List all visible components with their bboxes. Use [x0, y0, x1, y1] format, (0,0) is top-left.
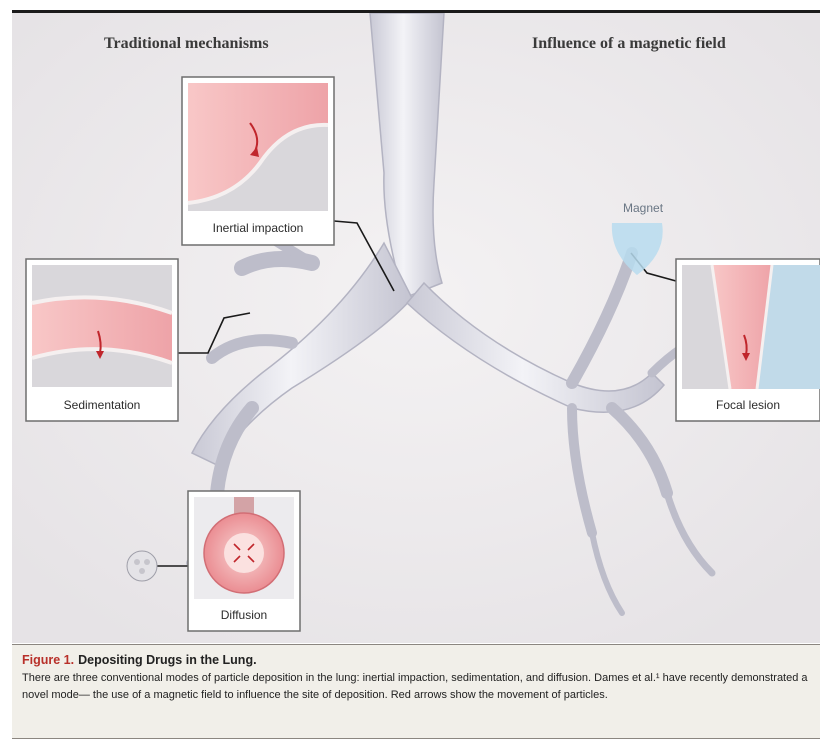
caption-text: There are three conventional modes of pa…	[22, 670, 810, 704]
heading-magnetic: Influence of a magnetic field	[532, 35, 726, 53]
figure-caption: Figure 1. Depositing Drugs in the Lung. T…	[12, 644, 820, 739]
caption-title-line: Figure 1. Depositing Drugs in the Lung.	[22, 653, 810, 667]
label-sedimentation: Sedimentation	[32, 395, 172, 415]
lung-illustration	[12, 13, 820, 643]
figure-number: Figure 1.	[22, 653, 74, 667]
heading-traditional: Traditional mechanisms	[104, 35, 269, 53]
label-diffusion: Diffusion	[194, 605, 294, 625]
label-inertial-impaction: Inertial impaction	[188, 218, 328, 238]
label-magnet: Magnet	[623, 201, 663, 215]
figure-panel: Traditional mechanisms Influence of a ma…	[12, 10, 820, 643]
label-focal-lesion: Focal lesion	[682, 395, 814, 415]
caption-title: Depositing Drugs in the Lung.	[78, 653, 256, 667]
